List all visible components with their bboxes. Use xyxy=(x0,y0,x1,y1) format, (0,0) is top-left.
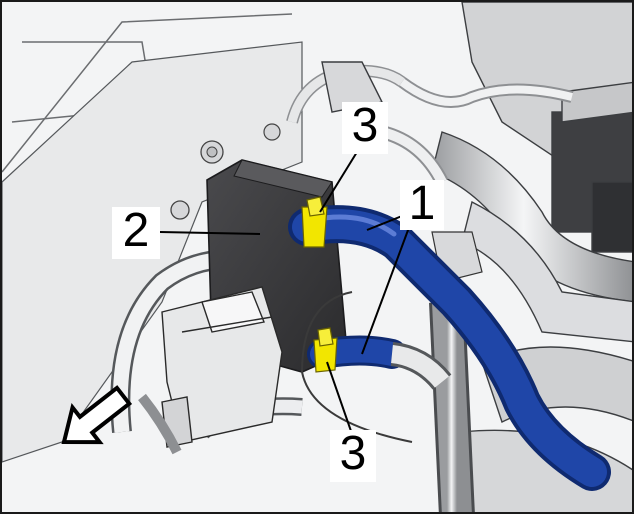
sensor-wire xyxy=(300,291,413,443)
vacuum-lines xyxy=(286,61,574,186)
forward-direction-arrow-icon xyxy=(61,385,133,445)
engine-components-right xyxy=(431,2,632,512)
leader-2 xyxy=(159,231,261,235)
electrical-connector xyxy=(138,286,283,455)
callout-label-3-lower: 3 xyxy=(330,430,376,482)
callout-label-3-upper: 3 xyxy=(342,102,388,154)
callout-label-2: 2 xyxy=(112,207,160,259)
leader-3-lower xyxy=(326,361,353,435)
callout-leader-lines xyxy=(159,151,415,435)
callout-label-1: 1 xyxy=(400,180,444,230)
leader-1b xyxy=(361,213,415,355)
hose-clamp-lower xyxy=(313,327,338,373)
leader-3-upper xyxy=(319,151,358,213)
